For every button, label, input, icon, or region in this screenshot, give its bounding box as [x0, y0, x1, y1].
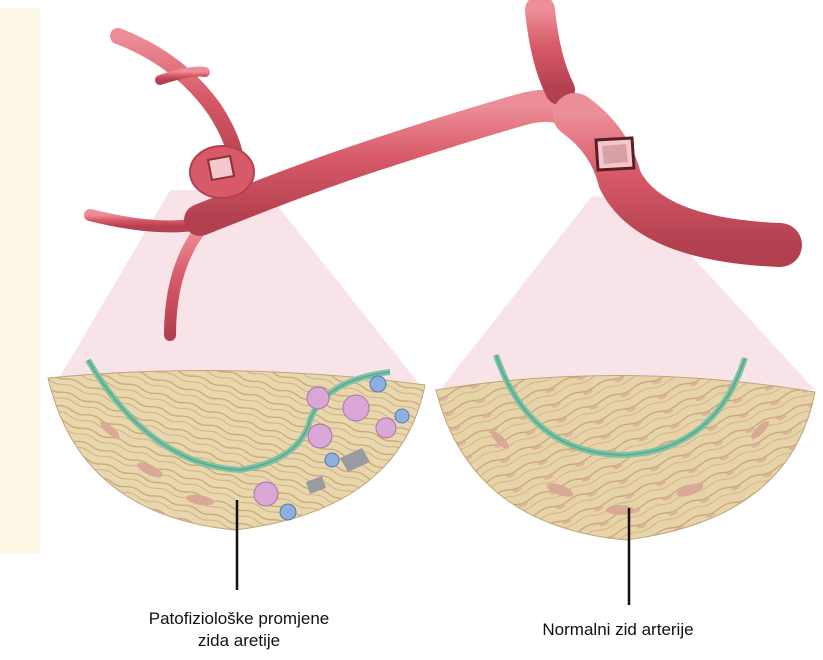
aneurysm-icon: [190, 146, 254, 198]
normal-wall-caption: Normalni zid arterije: [498, 619, 738, 641]
cutout-window-icon: [596, 138, 634, 170]
pathological-caption-line-2: zida aretije: [108, 630, 370, 652]
pathological-wall-caption: Patofiziološke promjene zida aretije: [108, 608, 370, 652]
side-strip: [0, 8, 40, 553]
pathological-caption-line-1: Patofiziološke promjene: [108, 608, 370, 630]
